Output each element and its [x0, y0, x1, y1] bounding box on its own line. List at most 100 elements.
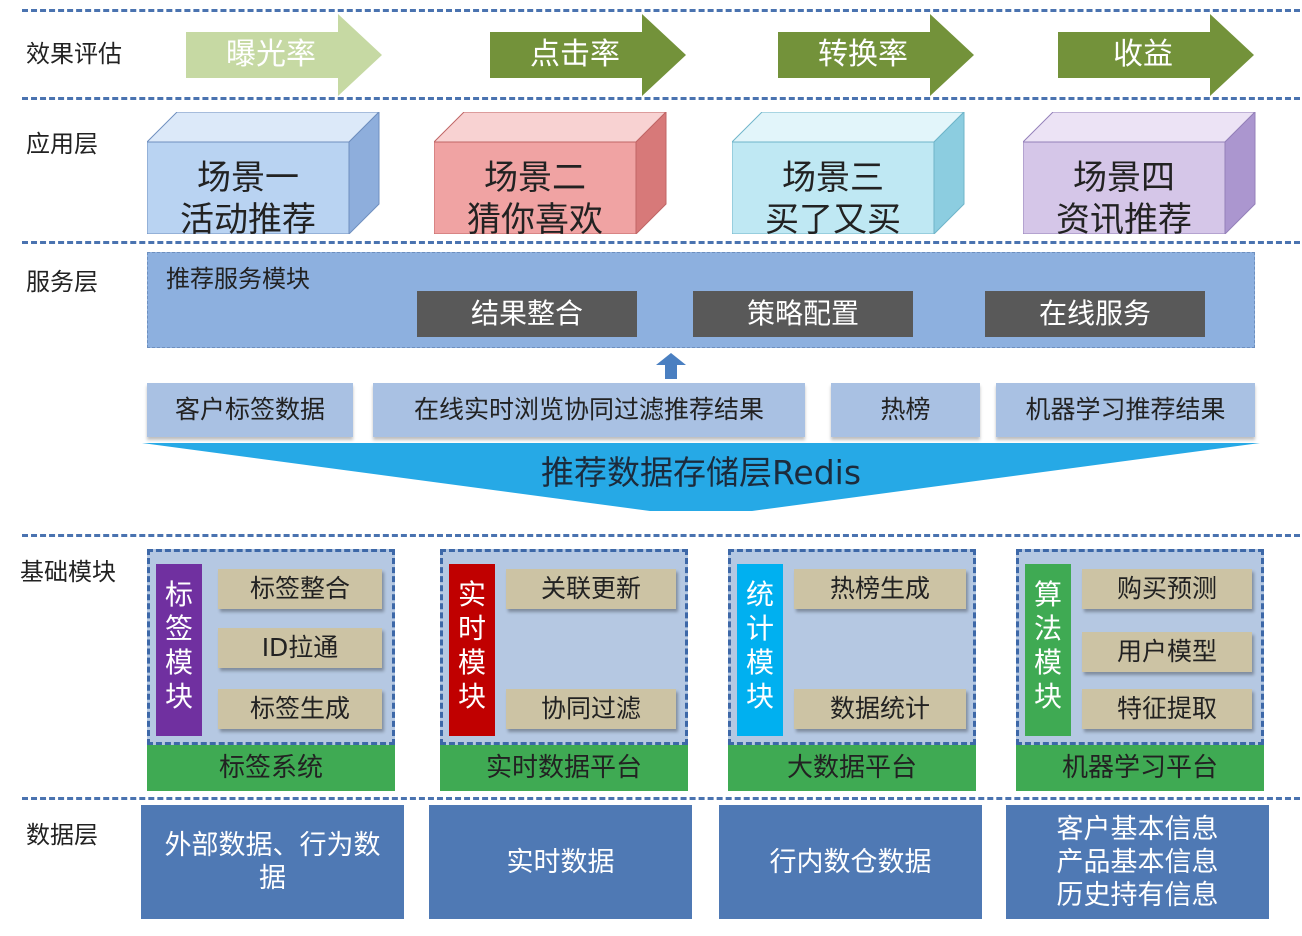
- vchar: 块: [745, 680, 774, 713]
- realtime-module-vertical-label: 实 时 模 块: [449, 564, 495, 736]
- vchar: 法: [1033, 612, 1062, 645]
- stats-module: 统 计 模 块 热榜生成 数据统计: [728, 549, 976, 745]
- vchar: 计: [745, 612, 774, 645]
- vchar: 模: [164, 646, 193, 679]
- metric-arrow-revenue: 收益: [1058, 14, 1254, 96]
- data-source-realtime: 实时数据: [429, 805, 692, 919]
- layer-label-data: 数据层: [26, 821, 98, 849]
- data-source-external: 外部数据、行为数 据: [141, 805, 404, 919]
- box-front: [1023, 141, 1226, 234]
- redis-label: 推荐数据存储层Redis: [540, 453, 862, 492]
- vchar: 块: [1033, 680, 1062, 713]
- separator: [22, 9, 1300, 12]
- data-source-line: 客户基本信息: [1056, 813, 1219, 845]
- recommend-service-module: 推荐服务模块 结果整合 策略配置 在线服务: [147, 252, 1255, 348]
- scene-title: 场景四: [1073, 158, 1175, 198]
- chip-tag-merge: 标签整合: [218, 569, 382, 609]
- layer-label-eval: 效果评估: [26, 40, 122, 68]
- platform-tag-system: 标签系统: [147, 745, 395, 791]
- data-source-warehouse: 行内数仓数据: [719, 805, 982, 919]
- storage-cf-results: 在线实时浏览协同过滤推荐结果: [373, 383, 805, 437]
- vchar: 统: [745, 578, 774, 611]
- box-front: [732, 141, 935, 234]
- data-source-line: 实时数据: [506, 846, 615, 878]
- chip-purchase-prediction: 购买预测: [1082, 569, 1252, 609]
- scene-subtitle: 活动推荐: [180, 200, 316, 240]
- separator: [22, 534, 1300, 537]
- data-source-customer-product: 客户基本信息 产品基本信息 历史持有信息: [1006, 805, 1269, 919]
- vchar: 时: [457, 612, 486, 645]
- up-arrow-icon: [656, 353, 686, 379]
- platform-big-data: 大数据平台: [728, 745, 976, 791]
- tag-module-vertical-label: 标 签 模 块: [156, 564, 202, 736]
- data-source-line: 产品基本信息: [1056, 846, 1219, 878]
- layer-label-app: 应用层: [26, 130, 98, 158]
- data-source-line: 历史持有信息: [1056, 879, 1219, 911]
- chip-data-statistics: 数据统计: [794, 689, 966, 729]
- storage-customer-tags: 客户标签数据: [147, 383, 353, 437]
- service-strategy-config: 策略配置: [693, 291, 913, 337]
- vchar: 实: [457, 578, 486, 611]
- scene-title: 场景一: [197, 158, 299, 198]
- arrow-shape: [490, 14, 686, 96]
- box-top: [434, 112, 667, 143]
- vchar: 算: [1033, 578, 1062, 611]
- separator: [22, 241, 1300, 244]
- storage-ml-results: 机器学习推荐结果: [996, 383, 1255, 437]
- service-online: 在线服务: [985, 291, 1205, 337]
- vchar: 块: [457, 680, 486, 713]
- metric-arrow-exposure: 曝光率: [186, 14, 382, 96]
- vchar: 标: [164, 578, 193, 611]
- box-top: [732, 112, 965, 143]
- box-top: [1023, 112, 1256, 143]
- box-top: [147, 112, 380, 143]
- vchar: 块: [164, 680, 193, 713]
- algorithm-module-vertical-label: 算 法 模 块: [1025, 564, 1071, 736]
- metric-label: 曝光率: [226, 37, 316, 72]
- arrow-shape: [778, 14, 974, 96]
- vchar: 模: [745, 646, 774, 679]
- redis-storage-banner: [142, 443, 1260, 511]
- vchar: 签: [164, 612, 193, 645]
- box-front: [147, 141, 350, 234]
- scene-title: 场景三: [782, 158, 884, 198]
- tag-module: 标 签 模 块 标签整合 ID拉通 标签生成: [147, 549, 395, 745]
- data-source-line: 据: [259, 863, 286, 894]
- service-result-merge: 结果整合: [417, 291, 637, 337]
- scene-subtitle: 猜你喜欢: [467, 200, 603, 240]
- scene-box-2: 场景二 猜你喜欢: [434, 112, 674, 240]
- storage-hot-list: 热榜: [831, 383, 980, 437]
- arrow-shape: [186, 14, 382, 96]
- arrow-shape: [1058, 14, 1254, 96]
- scene-box-1: 场景一 活动推荐: [147, 112, 387, 240]
- service-title: 推荐服务模块: [166, 265, 310, 293]
- metric-label: 点击率: [530, 37, 620, 72]
- data-source-line: 行内数仓数据: [769, 846, 932, 878]
- scene-title: 场景二: [484, 158, 586, 198]
- platform-machine-learning: 机器学习平台: [1016, 745, 1264, 791]
- separator: [22, 97, 1300, 100]
- chip-hot-list-generate: 热榜生成: [794, 569, 966, 609]
- metric-label: 转换率: [818, 37, 908, 72]
- separator: [22, 797, 1300, 800]
- metric-arrow-conversion: 转换率: [778, 14, 974, 96]
- realtime-module: 实 时 模 块 关联更新 协同过滤: [440, 549, 688, 745]
- scene-subtitle: 买了又买: [765, 200, 901, 240]
- scene-box-4: 场景四 资讯推荐: [1023, 112, 1263, 240]
- chip-collaborative-filter: 协同过滤: [506, 689, 676, 729]
- chip-feature-extraction: 特征提取: [1082, 689, 1252, 729]
- algorithm-module: 算 法 模 块 购买预测 用户模型 特征提取: [1016, 549, 1264, 745]
- scene-subtitle: 资讯推荐: [1056, 200, 1192, 240]
- layer-label-base: 基础模块: [20, 558, 116, 586]
- metric-arrow-ctr: 点击率: [490, 14, 686, 96]
- scene-box-3: 场景三 买了又买: [732, 112, 972, 240]
- metric-label: 收益: [1113, 37, 1173, 72]
- layer-label-service: 服务层: [26, 268, 98, 296]
- platform-realtime-data: 实时数据平台: [440, 745, 688, 791]
- chip-user-model: 用户模型: [1082, 632, 1252, 672]
- vchar: 模: [457, 646, 486, 679]
- chip-tag-generate: 标签生成: [218, 689, 382, 729]
- box-front: [434, 141, 637, 234]
- chip-id-link: ID拉通: [218, 628, 382, 668]
- vchar: 模: [1033, 646, 1062, 679]
